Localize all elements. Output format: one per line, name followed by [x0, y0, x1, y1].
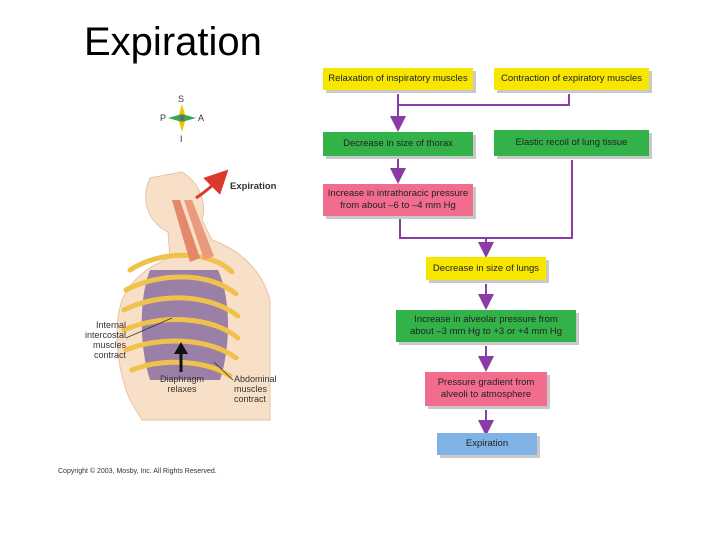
- intrathoracic-line-2: from about –6 to –4 mm Hg: [340, 200, 456, 211]
- expiration-breath-arrow: [195, 169, 229, 200]
- pressure-gradient-box: Pressure gradient from alveoli to atmosp…: [425, 372, 547, 406]
- abdominal-line-1: Abdominal: [234, 374, 277, 384]
- rib-cage: [121, 252, 241, 379]
- contraction-expiratory-text: Contraction of expiratory muscles: [501, 73, 642, 84]
- elastic-recoil-box: Elastic recoil of lung tissue: [494, 130, 649, 156]
- decrease-thorax-text: Decrease in size of thorax: [343, 138, 453, 149]
- expiration-label: Expiration: [230, 181, 277, 192]
- intrathoracic-line-1: Increase in intrathoracic pressure: [327, 188, 469, 199]
- gradient-line-1: Pressure gradient from: [437, 377, 535, 388]
- elastic-recoil-text: Elastic recoil of lung tissue: [515, 137, 628, 148]
- decrease-lungs-text: Decrease in size of lungs: [432, 262, 540, 274]
- alveolar-line-2: about –3 mm Hg to +3 or +4 mm Hg: [409, 326, 563, 337]
- expiration-result-text: Expiration: [465, 438, 509, 449]
- internal-intercostal-label: Internal intercostal muscles contract: [76, 320, 126, 360]
- diaphragm-arrow: [174, 342, 188, 372]
- diaphragm-line-1: Diaphragm: [159, 374, 205, 384]
- connector-lines: [390, 94, 573, 436]
- intercostal-line-4: contract: [93, 350, 126, 360]
- compass-a-label: A: [198, 113, 205, 123]
- compass-p-label: P: [160, 113, 167, 123]
- compass-i-label: I: [180, 134, 183, 144]
- decrease-lungs-box: Decrease in size of lungs: [426, 257, 546, 280]
- intercostal-line-3: muscles: [92, 340, 126, 350]
- abdominal-label: Abdominal muscles contract: [234, 374, 284, 404]
- intercostal-line-1: Internal: [95, 320, 126, 330]
- slide-title: Expiration: [84, 20, 262, 64]
- abdominal-line-2: muscles: [234, 384, 268, 394]
- intrathoracic-pressure-box: Increase in intrathoracic pressure from …: [323, 184, 473, 216]
- abdominal-leader-line: [213, 361, 234, 381]
- diaphragm-label: Diaphragm relaxes: [156, 374, 208, 394]
- diaphragm-line-2: relaxes: [167, 384, 197, 394]
- expiration-result-box: Expiration: [437, 433, 537, 455]
- relaxation-inspiratory-box: Relaxation of inspiratory muscles: [323, 68, 473, 90]
- intercostal-line-2: intercostal: [84, 330, 126, 340]
- decrease-thorax-box: Decrease in size of thorax: [323, 132, 473, 156]
- compass-s-label: S: [178, 94, 185, 104]
- gradient-line-2: alveoli to atmosphere: [440, 389, 532, 400]
- alveolar-pressure-box: Increase in alveolar pressure from about…: [396, 310, 576, 342]
- compass-icon: [168, 104, 196, 132]
- intercostal-leader-line: [125, 317, 173, 339]
- contraction-expiratory-box: Contraction of expiratory muscles: [494, 68, 649, 90]
- neck-muscles: [172, 200, 200, 262]
- alveolar-line-1: Increase in alveolar pressure from: [414, 314, 558, 325]
- relaxation-inspiratory-text: Relaxation of inspiratory muscles: [328, 73, 468, 84]
- copyright-text: Copyright © 2003, Mosby, Inc. All Rights…: [58, 468, 217, 475]
- abdominal-line-3: contract: [234, 394, 267, 404]
